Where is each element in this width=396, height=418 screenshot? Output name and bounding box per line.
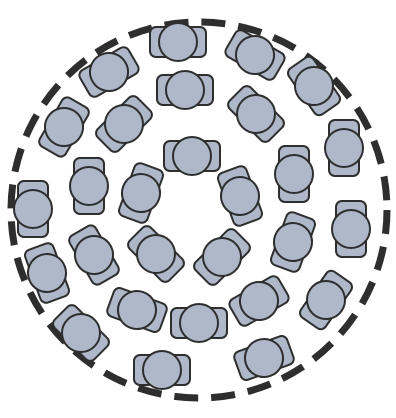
person-top-view [14, 181, 52, 237]
person-top-view [157, 71, 213, 109]
person-top-view [70, 158, 108, 214]
person-top-view [150, 23, 206, 61]
person-top-view [20, 240, 75, 306]
person-top-view [34, 93, 95, 160]
person-head [159, 23, 197, 61]
people-group [14, 23, 370, 389]
person-top-view [332, 201, 370, 257]
person-top-view [275, 146, 313, 202]
person-top-view [123, 221, 189, 287]
person-top-view [213, 163, 268, 229]
person-head [143, 351, 181, 389]
person-top-view [134, 351, 190, 389]
person-top-view [64, 221, 125, 288]
person-top-view [91, 91, 157, 157]
person-head [332, 210, 370, 248]
person-head [275, 155, 313, 193]
person-top-view [164, 137, 220, 175]
person-top-view [114, 160, 169, 226]
person-top-view [223, 81, 289, 147]
person-head [14, 190, 52, 228]
person-head [325, 129, 363, 167]
person-top-view [225, 271, 292, 332]
person-head [166, 71, 204, 109]
person-head [180, 304, 218, 342]
person-top-view [325, 120, 363, 176]
person-top-view [189, 224, 255, 290]
person-head [70, 167, 108, 205]
person-head [173, 137, 211, 175]
person-top-view [266, 209, 321, 275]
person-top-view [104, 283, 170, 338]
person-top-view [171, 304, 227, 342]
person-top-view [75, 42, 142, 103]
